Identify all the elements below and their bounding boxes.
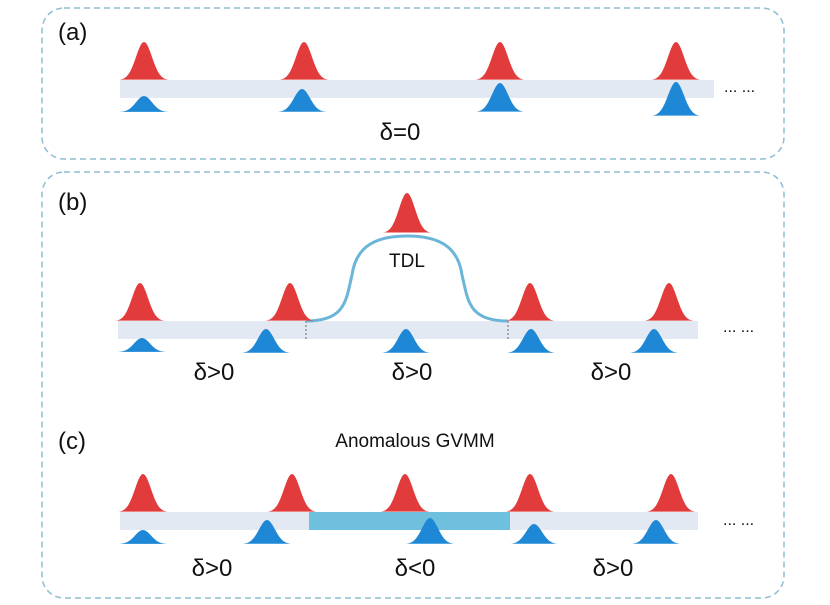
red-pulse — [476, 42, 524, 80]
pulses-c — [119, 474, 695, 544]
red-pulse — [381, 474, 429, 512]
red-pulse — [266, 283, 314, 321]
delta-b-mid: δ>0 — [392, 359, 433, 386]
delta-c-mid: δ<0 — [395, 555, 436, 582]
blue-pulse — [510, 524, 558, 544]
red-pulse — [652, 42, 700, 80]
blue-pulse — [120, 96, 168, 112]
panel-a-label: (a) — [58, 19, 87, 46]
blue-pulse — [278, 89, 326, 112]
delta-c-left: δ>0 — [192, 555, 233, 582]
blue-pulse — [119, 530, 167, 544]
panel-c-label: (c) — [58, 428, 86, 455]
blue-pulse — [630, 329, 678, 353]
blue-pulse — [382, 329, 430, 353]
blue-pulse — [476, 83, 524, 112]
waveguide-a — [120, 80, 714, 98]
blue-pulse — [242, 329, 290, 353]
pulses-b — [116, 193, 693, 353]
blue-pulse — [632, 520, 680, 544]
gvmm-title: Anomalous GVMM — [335, 431, 494, 452]
anomalous-gvmm-section — [309, 512, 510, 530]
blue-pulse — [118, 338, 166, 352]
blue-pulse — [406, 518, 454, 544]
delta-b-left: δ>0 — [194, 359, 235, 386]
blue-pulse — [507, 329, 555, 353]
tdl-label: TDL — [389, 251, 425, 272]
red-pulse — [116, 283, 164, 321]
red-pulse — [647, 474, 695, 512]
red-pulse — [280, 42, 328, 80]
pulses-a — [120, 42, 700, 116]
tdl-loop — [305, 234, 509, 323]
panel-a-frame — [41, 7, 785, 160]
blue-pulse — [243, 520, 291, 544]
delta-a: δ=0 — [380, 119, 421, 146]
ellipsis-c: ... ... — [723, 512, 754, 529]
red-pulse — [506, 283, 554, 321]
delta-b-right: δ>0 — [591, 359, 632, 386]
red-pulse — [119, 474, 167, 512]
delta-c-right: δ>0 — [593, 555, 634, 582]
ellipsis-a: ... ... — [724, 79, 755, 96]
red-pulse — [120, 42, 168, 80]
red-pulse — [268, 474, 316, 512]
blue-pulse — [652, 82, 700, 116]
red-pulse — [645, 283, 693, 321]
panel-bc-frame — [41, 171, 785, 599]
red-pulse — [383, 193, 431, 233]
ellipsis-b: ... ... — [723, 319, 754, 336]
red-pulse — [506, 474, 554, 512]
panel-b-label: (b) — [58, 189, 87, 216]
